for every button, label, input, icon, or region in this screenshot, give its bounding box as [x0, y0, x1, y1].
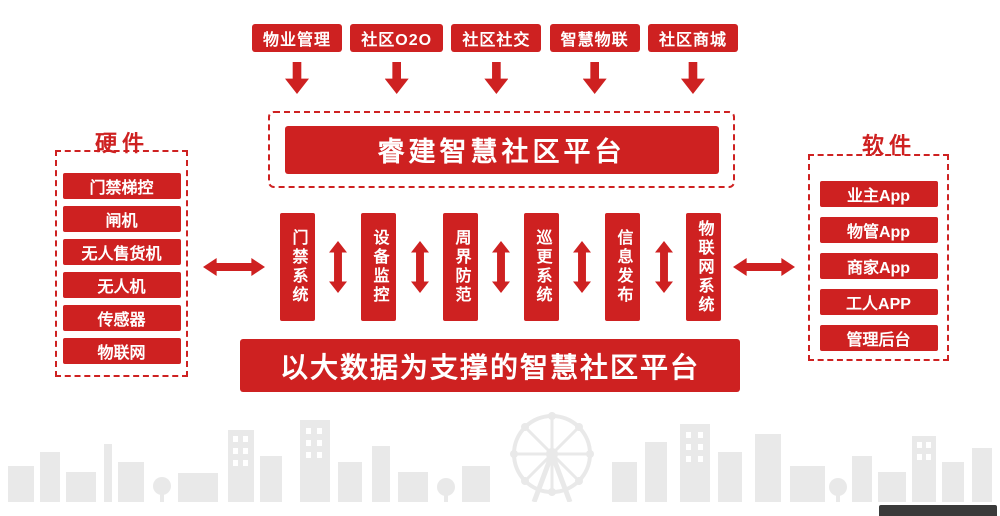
software-item: 工人APP	[819, 289, 938, 315]
platform-title-box: 睿建智慧社区平台	[284, 125, 719, 174]
top-module: 社区社交	[451, 24, 542, 94]
hardware-item: 物联网	[62, 338, 181, 364]
hardware-item: 传感器	[62, 305, 181, 331]
top-module-chip: 社区O2O	[350, 24, 444, 52]
top-module: 智慧物联	[549, 24, 640, 94]
vertical-double-arrow-icon	[492, 241, 510, 293]
down-arrow-icon	[680, 62, 705, 94]
software-item: 物管App	[819, 217, 938, 243]
hardware-panel: 门禁梯控 闸机 无人售货机 无人机 传感器 物联网	[55, 150, 188, 377]
software-panel: 业主App 物管App 商家App 工人APP 管理后台	[808, 154, 949, 361]
hardware-item: 无人售货机	[62, 239, 181, 265]
buildings	[8, 420, 992, 502]
subsystem-box: 周界防范	[443, 213, 478, 321]
city-skyline-illustration	[8, 412, 992, 502]
down-arrow-icon	[484, 62, 509, 94]
top-module-chip: 社区社交	[451, 24, 542, 52]
vertical-double-arrow-icon	[655, 241, 673, 293]
down-arrow-icon	[582, 62, 607, 94]
ferris-wheel-icon	[510, 412, 594, 502]
horizontal-double-arrow-icon	[733, 258, 795, 276]
software-item: 商家App	[819, 253, 938, 279]
top-module: 社区O2O	[350, 24, 444, 94]
cropped-watermark	[879, 505, 997, 516]
top-module-chip: 智慧物联	[549, 24, 640, 52]
software-item: 业主App	[819, 181, 938, 207]
subsystem-box: 信息发布	[605, 213, 640, 321]
top-module: 物业管理	[252, 24, 343, 94]
building-windows	[233, 428, 931, 466]
top-module-chip: 物业管理	[252, 24, 343, 52]
software-label: 软件	[862, 133, 917, 158]
vertical-double-arrow-icon	[411, 241, 429, 293]
big-data-banner: 以大数据为支撑的智慧社区平台	[240, 339, 740, 392]
horizontal-double-arrow-icon	[203, 258, 265, 276]
subsystem-box: 门禁系统	[280, 213, 315, 321]
top-modules-row: 物业管理 社区O2O 社区社交 智慧物联 社区商城	[252, 24, 738, 94]
down-arrow-icon	[384, 62, 409, 94]
top-module: 社区商城	[647, 24, 738, 94]
subsystem-box: 物联网系统	[686, 213, 721, 321]
hardware-item: 门禁梯控	[62, 173, 181, 199]
top-module-chip: 社区商城	[647, 24, 738, 52]
hardware-item: 无人机	[62, 272, 181, 298]
vertical-double-arrow-icon	[329, 241, 347, 293]
subsystem-box: 巡更系统	[524, 213, 559, 321]
down-arrow-icon	[285, 62, 309, 94]
platform-dashed-frame: 睿建智慧社区平台	[268, 111, 735, 188]
subsystem-box: 设备监控	[361, 213, 396, 321]
vertical-double-arrow-icon	[573, 241, 591, 293]
software-item: 管理后台	[819, 325, 938, 351]
hardware-item: 闸机	[62, 206, 181, 232]
